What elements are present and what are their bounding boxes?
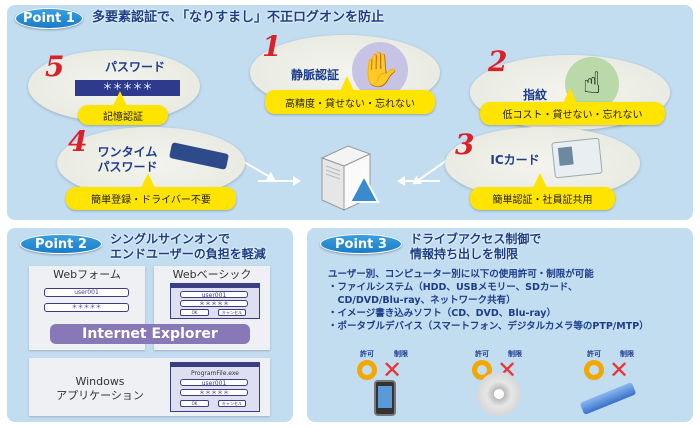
password-field-icon: ＊＊＊＊＊ xyxy=(75,80,180,96)
allow-circle-icon xyxy=(584,360,604,380)
title-line: 情報持ち出しを制限 xyxy=(410,247,519,261)
factor-note: 低コスト・貸せない・忘れない xyxy=(480,88,665,125)
list-line: ・ポータブルデバイス（スマートフォン、デジタルカメラ等のPTP/MTP） xyxy=(328,321,649,332)
deny-label: 制限 xyxy=(620,350,634,358)
factor-number: 2 xyxy=(488,45,508,78)
server-icon xyxy=(318,140,380,212)
factor-note: 記憶認証 xyxy=(78,91,168,125)
webbasic-title: Webベーシック xyxy=(172,268,252,281)
title-line: ドライブアクセス制御で xyxy=(410,232,542,246)
password-field[interactable]: ＊＊＊＊＊ xyxy=(44,303,129,312)
password-field[interactable]: ＊＊＊＊＊ xyxy=(180,300,248,308)
factor-label: 静脈認証 xyxy=(290,68,339,82)
internet-explorer-bar: Internet Explorer xyxy=(50,324,250,344)
allow-label: 許可 xyxy=(360,350,374,358)
allow-label: 許可 xyxy=(475,350,489,358)
factor-number: 4 xyxy=(68,125,88,158)
factor-number: 5 xyxy=(45,50,65,83)
arrow-icon xyxy=(258,176,301,186)
factor-note: 簡単登録・ドライバー不要 xyxy=(66,173,236,210)
arrow-icon xyxy=(400,180,440,182)
cancel-button[interactable]: キャンセル xyxy=(218,309,246,316)
point1-badge: Point 1 xyxy=(15,8,83,29)
username-field[interactable]: user001 xyxy=(180,291,248,299)
point2-badge: Point 2 xyxy=(20,234,102,254)
deny-cross-icon: ✕ xyxy=(382,356,403,384)
webform-title: Webフォーム xyxy=(53,268,121,281)
point3-title: ドライブアクセス制御で情報持ち出しを制限 xyxy=(410,232,541,262)
title-line: Windows xyxy=(75,375,125,388)
factor-number: 3 xyxy=(455,128,475,161)
list-line: ユーザー別、コンピューター別に以下の使用許可・制限が可能 xyxy=(328,269,594,280)
title-line: アプリケーション xyxy=(56,389,144,402)
factor-label: ワンタイム パスワード xyxy=(97,145,158,174)
feature-list: ユーザー別、コンピューター別に以下の使用許可・制限が可能 ・ファイルシステム（H… xyxy=(328,268,649,333)
point2-title: シングルサインオンでエンドユーザーの負担を軽減 xyxy=(110,232,266,262)
smartphone-icon xyxy=(374,380,396,416)
point1-title: 多要素認証で、「なりすまし」不正ログオンを防止 xyxy=(92,10,384,25)
allow-circle-icon xyxy=(357,360,377,380)
disc-icon xyxy=(477,372,521,416)
ok-button[interactable]: OK xyxy=(180,400,209,407)
list-line: ・ファイルシステム（HDD、USBメモリー、SDカード、 xyxy=(328,282,578,293)
factor-number: 1 xyxy=(262,30,282,63)
factor-label: ICカード xyxy=(490,153,540,167)
username-field[interactable]: user001 xyxy=(44,288,129,297)
deny-label: 制限 xyxy=(394,350,408,358)
deny-label: 制限 xyxy=(508,350,522,358)
username-field[interactable]: user001 xyxy=(180,379,248,387)
title-line: エンドユーザーの負担を軽減 xyxy=(110,247,266,261)
factor-label: パスワード xyxy=(104,60,165,74)
factor-note: 高精度・貸せない・忘れない xyxy=(265,76,435,114)
list-line: CD/DVD/Blu-ray、ネットワーク共有） xyxy=(328,295,516,306)
allow-circle-icon xyxy=(472,360,492,380)
point3-badge: Point 3 xyxy=(320,234,402,254)
factor-label: 指紋 xyxy=(522,88,547,102)
ic-card-icon xyxy=(551,137,603,179)
deny-cross-icon: ✕ xyxy=(609,356,630,384)
title-line: シングルサインオンで xyxy=(110,232,231,246)
factor-note: 簡単認証・社員証共用 xyxy=(470,173,615,210)
password-field[interactable]: ＊＊＊＊＊ xyxy=(180,389,248,397)
allow-label: 許可 xyxy=(587,350,601,358)
ok-button[interactable]: OK xyxy=(180,309,209,316)
palm-vein-icon: ✋ xyxy=(352,42,408,98)
cancel-button[interactable]: キャンセル xyxy=(218,400,246,407)
list-line: ・イメージ書き込みソフト（CD、DVD、Blu-ray） xyxy=(328,308,556,319)
window-title: ProgramFile.exe xyxy=(191,370,239,377)
